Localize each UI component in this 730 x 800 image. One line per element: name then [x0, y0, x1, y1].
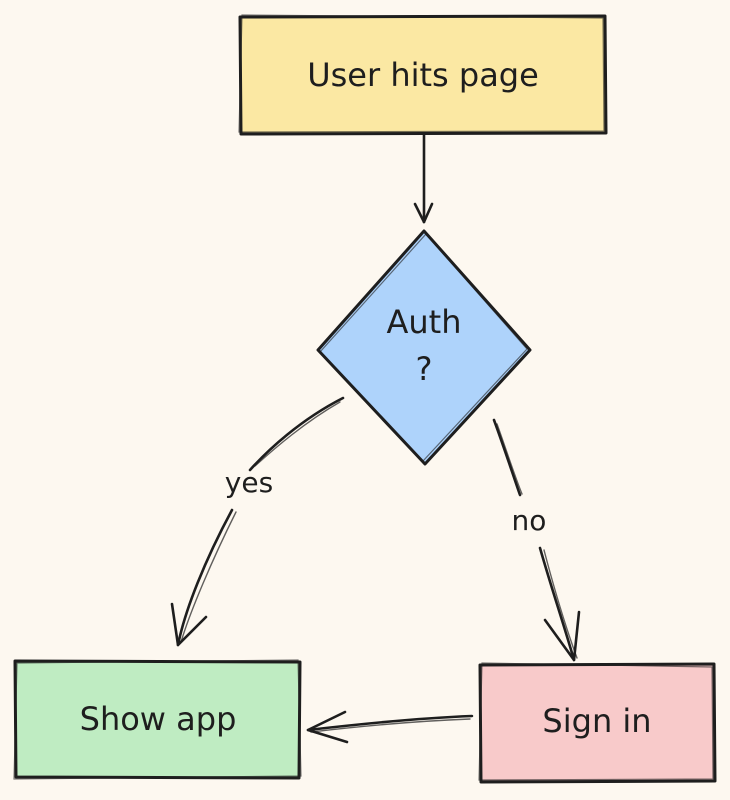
node-show-app-label: Show app — [80, 700, 237, 738]
node-auth-decision[interactable]: Auth ? — [316, 229, 532, 466]
edge-label-yes: yes — [225, 466, 273, 499]
node-user-hits-page-box-sketch — [238, 14, 605, 133]
arrow-no — [492, 418, 581, 662]
node-sign-in[interactable]: Sign in — [478, 662, 717, 784]
node-user-hits-page-label: User hits page — [307, 56, 539, 94]
node-auth-decision-label-line2: ? — [416, 350, 433, 388]
arrow-sign-in-to-show-app — [306, 710, 474, 744]
node-sign-in-box — [478, 662, 717, 784]
arrow-yes — [170, 396, 345, 647]
node-user-hits-page[interactable]: User hits page — [238, 14, 608, 136]
node-show-app[interactable]: Show app — [13, 659, 302, 780]
node-auth-decision-label-line1: Auth — [387, 303, 462, 341]
node-show-app-box — [13, 659, 302, 780]
node-user-hits-page-box — [238, 14, 608, 136]
edge-label-no: no — [512, 504, 547, 537]
node-sign-in-box-sketch — [478, 662, 714, 781]
node-sign-in-label: Sign in — [542, 702, 651, 740]
node-auth-decision-diamond-sketch — [319, 233, 528, 462]
arrow-start-to-decision — [413, 133, 434, 224]
node-show-app-box-sketch — [13, 659, 302, 780]
